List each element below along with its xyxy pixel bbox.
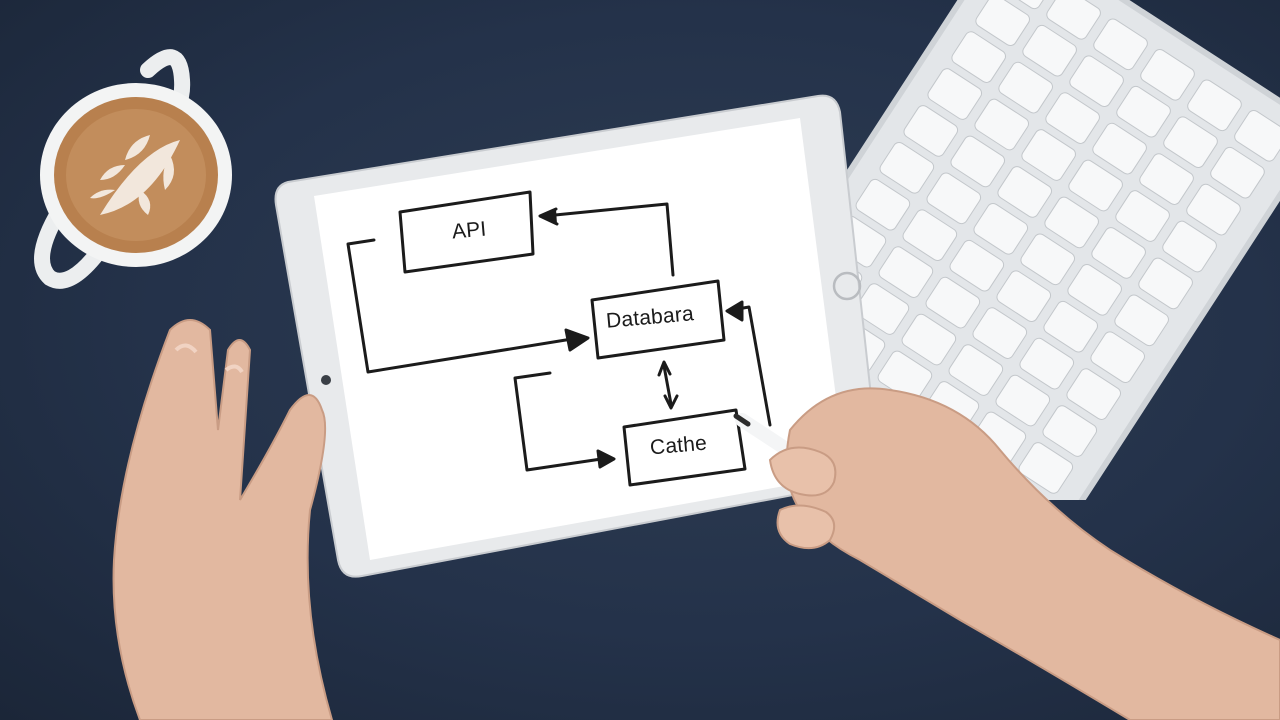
keyboard-key <box>1186 183 1241 236</box>
keyboard-key <box>1018 442 1074 494</box>
keyboard-key <box>1066 368 1122 420</box>
keyboard-key <box>950 135 1006 188</box>
arrow-db-to-api <box>543 202 675 277</box>
keyboard-key <box>1090 331 1145 384</box>
keyboard-key <box>1140 48 1195 101</box>
keyboard-key <box>948 344 1004 396</box>
keyboard-key <box>1187 79 1242 132</box>
api-box <box>398 190 535 274</box>
api-label: API <box>451 217 488 244</box>
latte-art-leaf <box>90 135 180 215</box>
keyboard-key <box>972 307 1028 359</box>
keyboard-key <box>1210 146 1265 199</box>
keyboard-key <box>855 178 911 231</box>
camera-icon <box>321 375 331 385</box>
keyboard-key <box>1020 233 1076 286</box>
keyboard-key <box>973 203 1029 255</box>
keyboard-key <box>1067 263 1122 316</box>
database-box <box>590 279 726 360</box>
keyboard-key <box>925 276 981 329</box>
keyboard-key <box>1115 190 1170 242</box>
keyboard-key <box>995 374 1051 427</box>
keyboard-key <box>975 0 1030 47</box>
keyboard-key <box>1092 122 1147 175</box>
keyboard-key <box>903 105 959 157</box>
coffee-cup <box>34 49 232 289</box>
keyboard-key <box>1022 24 1077 77</box>
keyboard-key <box>854 283 910 335</box>
keyboard-key <box>951 31 1007 83</box>
keyboard-key <box>1019 337 1075 390</box>
keyboard-key <box>878 246 934 298</box>
arrow-bottom-loop <box>513 371 610 472</box>
keyboard-key <box>1116 85 1171 138</box>
keyboard-key <box>1091 227 1146 279</box>
keyboard-key <box>998 61 1053 114</box>
keyboard-key <box>1138 257 1193 310</box>
keyboard-key <box>1042 405 1098 457</box>
keyboard-key <box>949 239 1005 292</box>
keyboard-key <box>1045 92 1100 144</box>
arrow-db-cache <box>662 364 673 406</box>
keyboard-key <box>901 313 957 366</box>
arrow-left-loop <box>346 238 580 374</box>
cache-box <box>622 408 747 487</box>
keyboard-key <box>1162 220 1217 273</box>
cache-label: Cathe <box>649 431 708 460</box>
keyboard-key <box>1043 300 1099 353</box>
keyboard-key <box>1234 109 1280 162</box>
right-hand <box>733 387 1280 720</box>
left-hand <box>112 319 334 720</box>
keyboard-key <box>1163 116 1218 169</box>
keyboard-key <box>1114 294 1169 347</box>
keyboard-key <box>902 209 958 262</box>
keyboard-key <box>1021 129 1076 181</box>
keyboard-key <box>1044 196 1099 249</box>
keyboard-key <box>1068 159 1123 212</box>
keyboard-key <box>1069 55 1124 108</box>
keyboard-key <box>1139 153 1194 205</box>
keyboard-key <box>1046 0 1101 40</box>
keyboard-key <box>879 142 935 194</box>
keyboard-key <box>974 98 1030 151</box>
keyboard-key <box>926 172 982 225</box>
keyboard-key <box>997 166 1053 218</box>
keyboard-key <box>1093 18 1148 71</box>
keyboard-key <box>996 270 1052 323</box>
keyboard-key <box>927 68 983 120</box>
home-button-icon <box>832 271 862 301</box>
